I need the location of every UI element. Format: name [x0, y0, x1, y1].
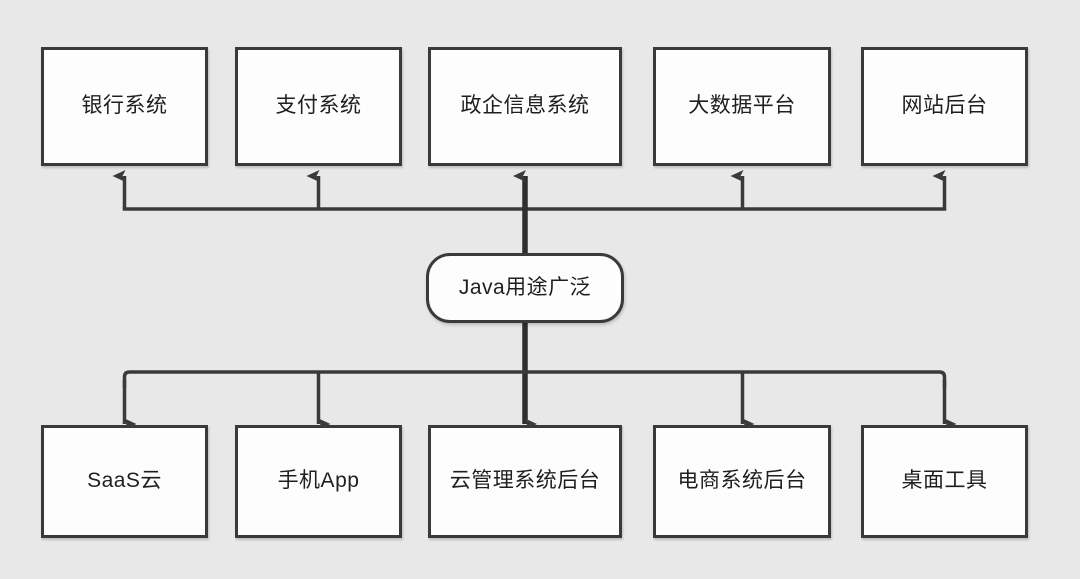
node-top-3-label: 政企信息系统 [460, 94, 590, 118]
node-bottom-1[interactable]: SaaS云 [41, 425, 208, 538]
node-bottom-5-label: 桌面工具 [901, 469, 988, 493]
bottom-bus-line [122, 370, 947, 388]
node-top-4[interactable]: 大数据平台 [653, 47, 831, 166]
node-bottom-3-label: 云管理系统后台 [449, 469, 601, 493]
node-bottom-4[interactable]: 电商系统后台 [653, 425, 831, 538]
node-top-2[interactable]: 支付系统 [235, 47, 402, 166]
node-top-2-label: 支付系统 [275, 94, 362, 118]
node-center-label: Java用途广泛 [458, 275, 592, 299]
node-top-5-label: 网站后台 [901, 94, 988, 118]
bottom-edge-group [122, 323, 957, 430]
node-center[interactable]: Java用途广泛 [426, 253, 624, 323]
node-top-1[interactable]: 银行系统 [41, 47, 208, 166]
node-bottom-2-label: 手机App [277, 469, 360, 493]
node-bottom-2[interactable]: 手机App [235, 425, 402, 538]
node-bottom-1-label: SaaS云 [87, 469, 162, 493]
top-edge-group [112, 170, 947, 253]
node-top-3[interactable]: 政企信息系统 [428, 47, 622, 166]
node-bottom-4-label: 电商系统后台 [677, 469, 807, 493]
node-top-1-label: 银行系统 [81, 94, 168, 118]
node-bottom-3[interactable]: 云管理系统后台 [428, 425, 622, 538]
node-top-5[interactable]: 网站后台 [861, 47, 1028, 166]
node-top-4-label: 大数据平台 [688, 94, 796, 118]
node-bottom-5[interactable]: 桌面工具 [861, 425, 1028, 538]
